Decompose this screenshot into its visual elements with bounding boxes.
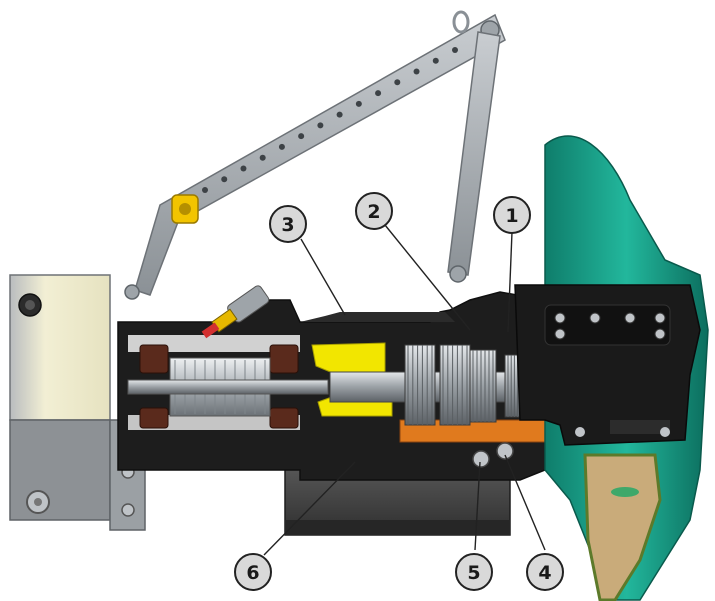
- gear: [439, 344, 471, 426]
- coupling-housing: [514, 284, 701, 446]
- arm-hole: [413, 68, 420, 75]
- coupling-bolt: [554, 328, 566, 340]
- callout-5: 5: [455, 553, 493, 591]
- arm-hole: [259, 154, 266, 161]
- leader-4: [504, 454, 546, 551]
- drain-plug: [472, 450, 490, 468]
- callouts: 1 2 3 4 5 6: [234, 192, 564, 591]
- leader-2: [384, 224, 471, 331]
- callout-6-label: 6: [246, 562, 259, 584]
- arm-adjustment-holes: [202, 47, 458, 193]
- leader-1: [507, 231, 513, 333]
- gear: [404, 344, 436, 426]
- arm-hole: [336, 111, 343, 118]
- callout-2-label: 2: [367, 201, 380, 223]
- callout-1: 1: [493, 196, 531, 234]
- speed-sensor: [201, 285, 270, 339]
- eye-bolt: [452, 10, 470, 34]
- arm-hole: [432, 57, 439, 64]
- arm-hole: [452, 47, 458, 53]
- callout-3: 3: [269, 205, 307, 243]
- leader-3: [300, 238, 346, 316]
- vertical-strut: [447, 31, 501, 276]
- lifting-arm: [124, 10, 506, 300]
- callout-1-label: 1: [505, 205, 518, 227]
- arm-hole: [355, 100, 362, 107]
- strut-bolt: [449, 265, 467, 283]
- arm-hole: [202, 187, 208, 193]
- leader-6: [263, 461, 356, 556]
- coupling-bolt: [589, 312, 601, 324]
- oil-level-plug: [496, 442, 514, 460]
- callout-2: 2: [355, 192, 393, 230]
- arm-hole: [317, 122, 324, 129]
- arm-hole: [394, 79, 401, 86]
- arm-hole: [221, 176, 228, 183]
- yellow-clamp: [171, 194, 199, 224]
- arm-hole: [278, 143, 285, 150]
- stator-windings: [139, 344, 299, 429]
- callout-6: 6: [234, 553, 272, 591]
- arm-base-bolt: [124, 284, 140, 300]
- callout-5-label: 5: [467, 562, 480, 584]
- callout-4: 4: [526, 553, 564, 591]
- callout-4-label: 4: [538, 562, 551, 584]
- arm-hole: [298, 133, 305, 140]
- arm-hole: [240, 165, 247, 172]
- coupling-bolt: [654, 328, 666, 340]
- motor-shaft: [127, 379, 329, 395]
- coupling-bolt: [654, 312, 666, 324]
- motor-rotor: [127, 357, 329, 417]
- coupling-bolt: [624, 312, 636, 324]
- callout-3-label: 3: [281, 214, 294, 236]
- gearbox-internals: [329, 344, 631, 443]
- electrical-cabinet: [9, 274, 146, 531]
- arm-hole: [375, 90, 382, 97]
- leader-5: [474, 461, 481, 551]
- gear: [469, 349, 497, 423]
- callout-leaders: [263, 224, 546, 556]
- drain-fittings: [472, 442, 514, 468]
- coupling-bolt: [554, 312, 566, 324]
